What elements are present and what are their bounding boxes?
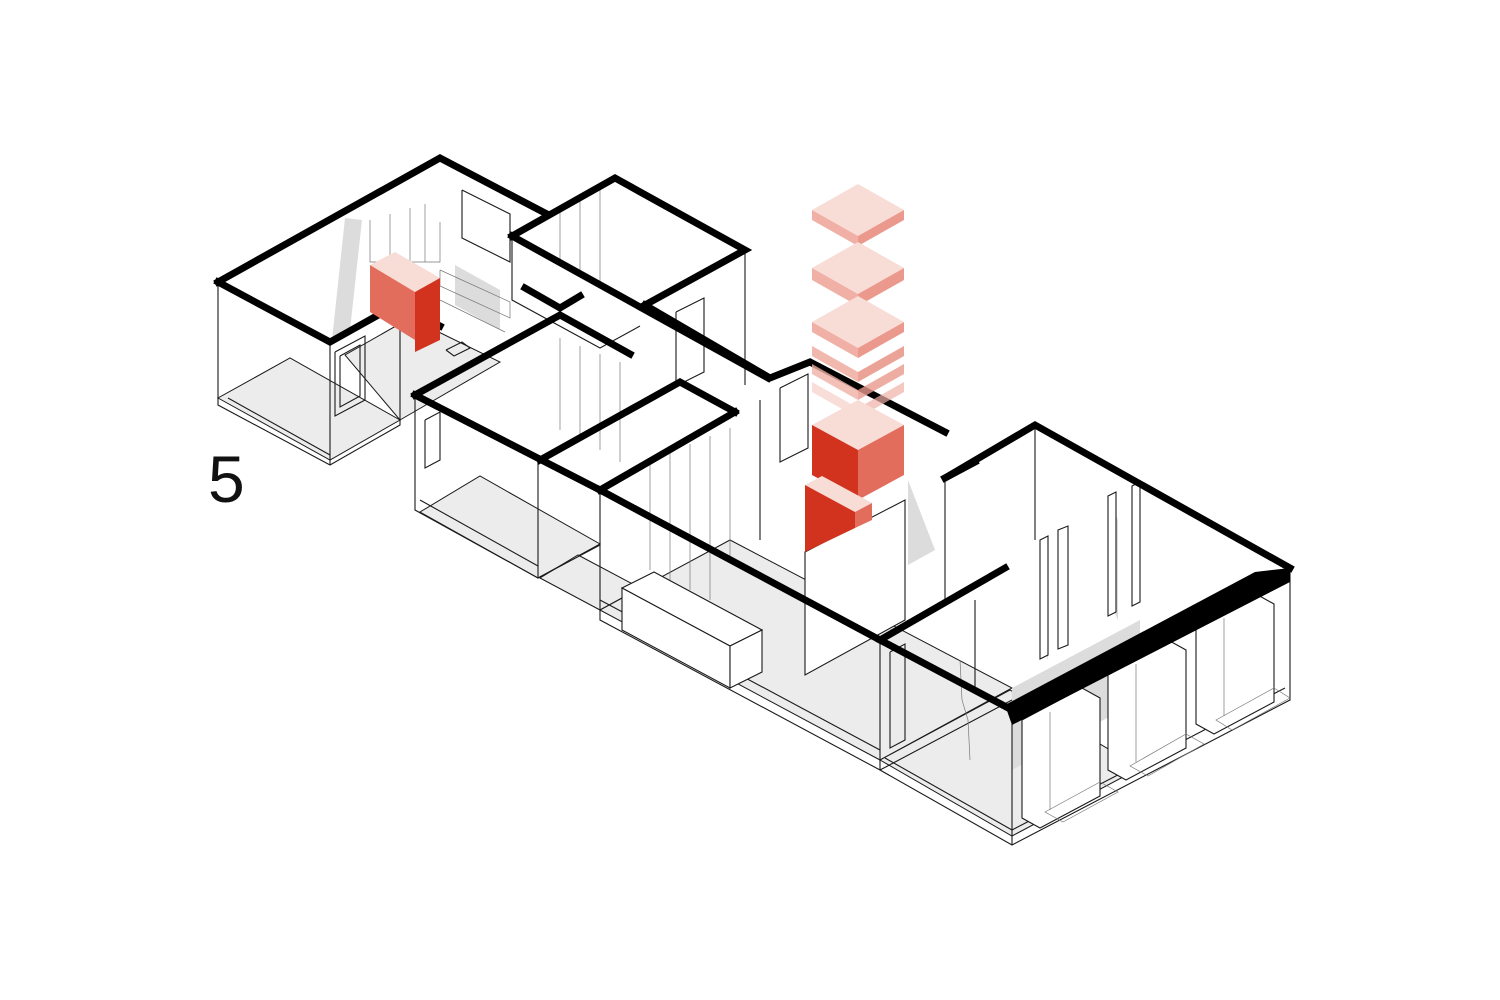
kitchen-counter-edge	[439, 299, 506, 333]
center-block-base	[419, 499, 539, 567]
planter-1	[1044, 781, 1119, 823]
wall-right-room-short	[940, 457, 980, 483]
right-room-base	[884, 757, 1013, 831]
sofa-side	[729, 629, 763, 689]
floor-surfaces	[216, 317, 1142, 837]
kitchen-window	[461, 189, 511, 263]
column-2	[1057, 525, 1069, 650]
left-room-window-inner	[339, 344, 361, 408]
slab-1-left	[812, 210, 858, 246]
slab-3-left	[812, 322, 858, 358]
slab-4-left	[812, 346, 858, 382]
column-4	[1131, 481, 1141, 607]
wall-center-lower	[410, 390, 605, 495]
wall-center-block	[410, 310, 635, 400]
slab-3-top	[812, 296, 904, 348]
kitchen-volume-front	[370, 265, 415, 340]
red-floating-slabs	[812, 184, 904, 418]
wall-center-cross-2	[595, 407, 740, 495]
lower-volume-top	[805, 476, 872, 512]
left-room-window	[334, 335, 366, 417]
lower-volume-front	[805, 485, 855, 552]
red-kitchen-volume	[370, 252, 440, 352]
kitchen-volume-side	[415, 278, 440, 352]
living-outline	[599, 612, 1013, 771]
lower-volume-side	[855, 503, 872, 528]
shade-kitchen-wall	[455, 265, 500, 330]
slab-3-right	[858, 322, 904, 358]
shade-middle-pillar	[908, 480, 935, 565]
thin-outlines	[217, 189, 1291, 846]
living-door	[779, 373, 809, 463]
center-volume-side	[858, 425, 904, 500]
slab-1-right	[858, 210, 904, 246]
step-number: 5	[208, 442, 245, 516]
left-wing-base	[227, 397, 331, 456]
cut-walls	[213, 154, 1295, 725]
upper-room-outline	[511, 236, 641, 349]
center-left-door	[424, 411, 441, 469]
kitchen-cabinet-lines	[369, 220, 441, 263]
wall-right-room-front	[875, 635, 1017, 715]
slab-4-right	[858, 346, 904, 382]
column-1	[1039, 535, 1049, 660]
slab-2-right	[858, 268, 904, 306]
shade-left-room	[332, 218, 362, 340]
wall-facade-thick	[1005, 568, 1290, 725]
slab-5-left	[812, 364, 858, 400]
slab-5-right	[858, 364, 904, 400]
planter-2	[1129, 733, 1205, 777]
upper-room-door	[675, 297, 705, 387]
wall-middle-diagonal	[520, 283, 585, 313]
slab-2-left	[812, 268, 858, 306]
center-block-outline	[414, 395, 601, 579]
kitchen-volume-top	[370, 252, 440, 292]
wall-left-wing	[213, 154, 550, 287]
red-center-volumes	[805, 400, 904, 552]
wall-center-cross	[535, 378, 740, 465]
slab-1-top	[812, 184, 904, 236]
column-3	[1107, 491, 1117, 617]
wall-upper-room	[507, 173, 753, 310]
kitchen-sink	[445, 341, 472, 357]
planter-3	[1215, 687, 1291, 731]
